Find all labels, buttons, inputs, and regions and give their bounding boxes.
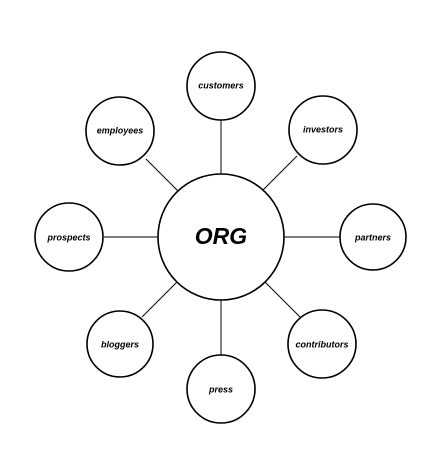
node-circle-prospects <box>34 202 104 272</box>
edge-employees <box>145 158 179 192</box>
node-label-employees: employees <box>97 125 144 135</box>
hub-node: ORG <box>157 173 285 301</box>
node-circle-bloggers <box>86 310 154 378</box>
node-label-press: press <box>208 384 233 394</box>
edges <box>104 117 341 355</box>
node-label-bloggers: bloggers <box>101 339 139 349</box>
node-investors: investors <box>288 95 358 165</box>
hub-circle <box>157 173 285 301</box>
node-contributors: contributors <box>287 309 357 379</box>
edge-investors <box>262 155 298 191</box>
node-partners: partners <box>339 203 407 271</box>
node-circle-customers <box>186 51 256 121</box>
node-circle-investors <box>288 95 358 165</box>
edge-contributors <box>264 281 301 318</box>
node-circle-contributors <box>287 309 357 379</box>
node-circle-press <box>186 354 256 424</box>
node-employees: employees <box>85 96 155 166</box>
node-circle-employees <box>85 96 155 166</box>
node-label-partners: partners <box>354 232 391 242</box>
node-label-prospects: prospects <box>46 232 90 242</box>
node-label-investors: investors <box>303 124 343 134</box>
edge-bloggers <box>141 281 178 318</box>
node-prospects: prospects <box>34 202 104 272</box>
node-circle-partners <box>339 203 407 271</box>
node-label-contributors: contributors <box>296 339 349 349</box>
node-label-customers: customers <box>198 80 244 90</box>
hub-label: ORG <box>195 223 248 249</box>
node-customers: customers <box>186 51 256 121</box>
node-press: press <box>186 354 256 424</box>
node-bloggers: bloggers <box>86 310 154 378</box>
